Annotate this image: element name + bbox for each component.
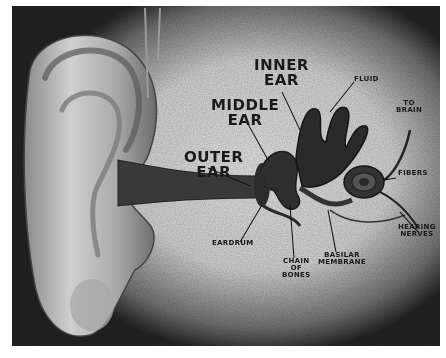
earlobe [70,279,114,331]
label-to-brain: TO BRAIN [396,100,422,114]
label-fibers: FIBERS [398,170,428,177]
label-outer-ear: OUTER EAR [184,150,243,180]
label-chain-of-bones: CHAIN OF BONES [282,258,310,279]
cochlea [344,166,384,198]
label-middle-ear: MIDDLE EAR [211,98,279,128]
label-eardrum: EARDRUM [212,240,254,247]
label-inner-ear: INNER EAR [254,58,309,88]
label-hearing-nerves: HEARING NERVES [398,224,436,238]
label-fluid: FLUID [354,76,379,83]
label-basilar-membrane: BASILAR MEMBRANE [318,252,366,266]
